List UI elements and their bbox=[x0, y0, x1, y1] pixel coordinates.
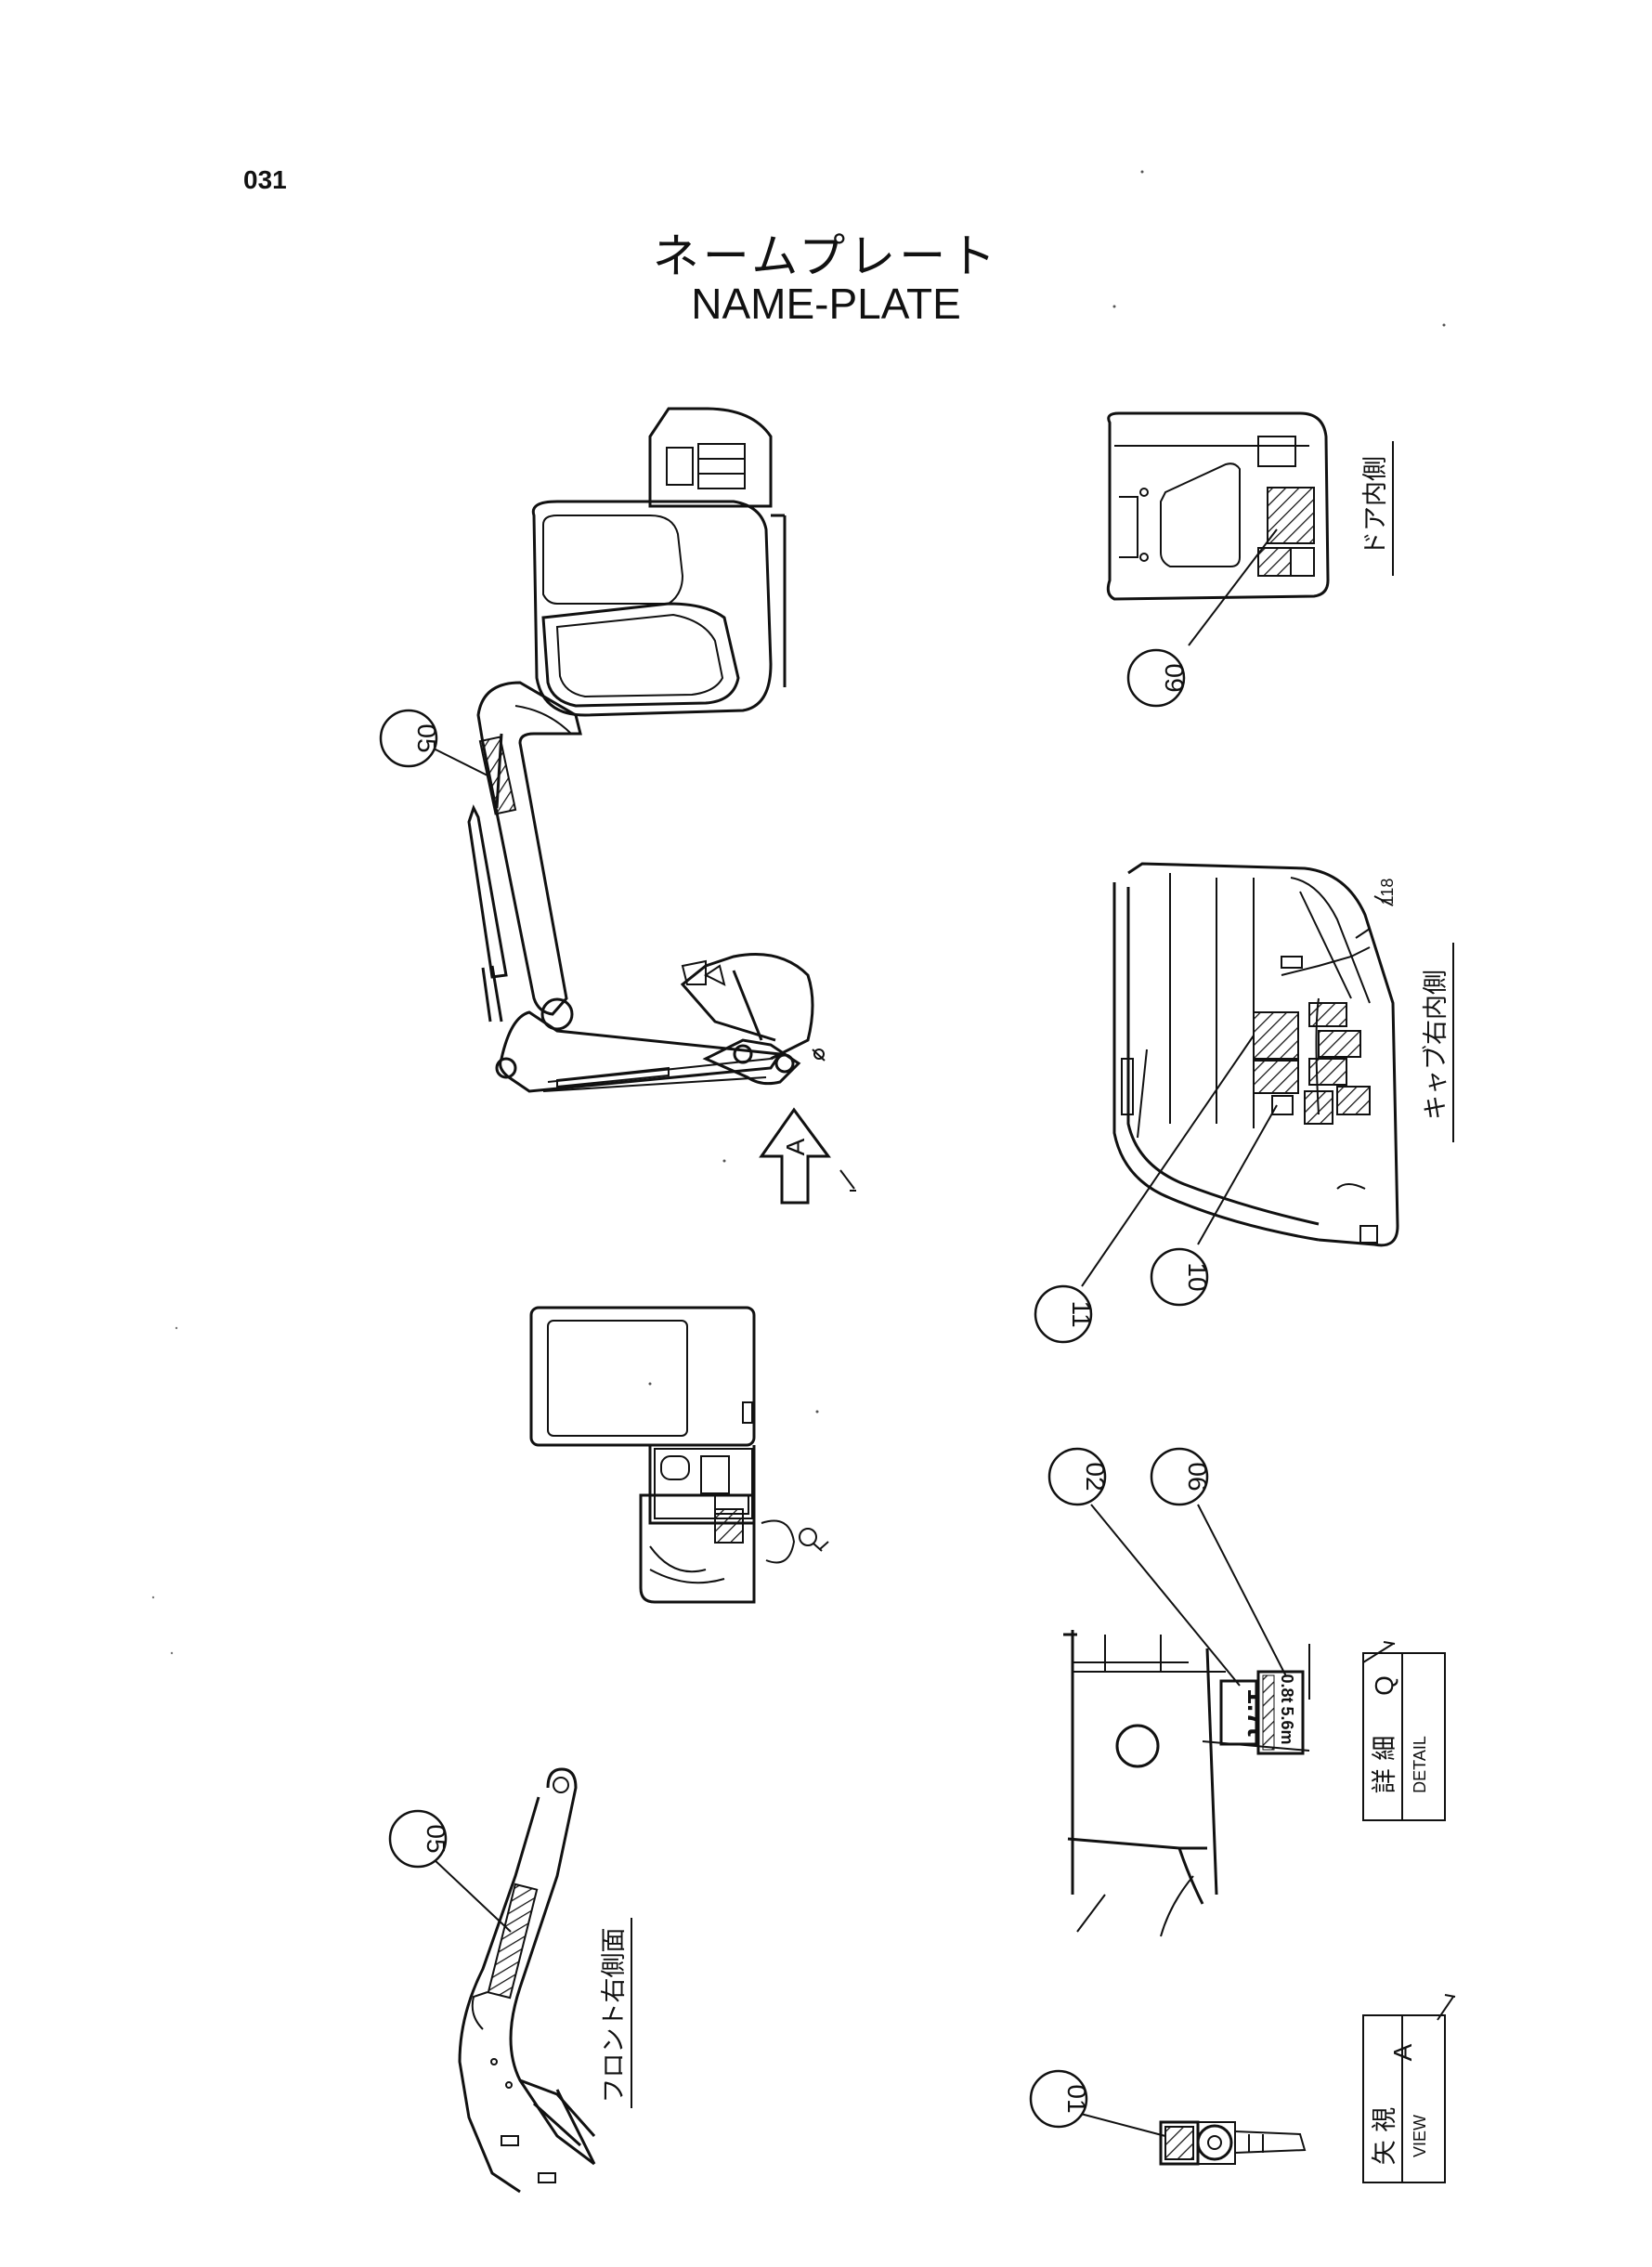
svg-text:A: A bbox=[1388, 2043, 1417, 2061]
cab-right-inside-view: 118 キャブ右内側 bbox=[1112, 862, 1454, 1247]
svg-text:10: 10 bbox=[1183, 1262, 1212, 1291]
excavator-side-view bbox=[467, 407, 826, 1093]
cab-plate-11 bbox=[1253, 1011, 1299, 1060]
cab-plate-10 bbox=[1271, 1095, 1294, 1115]
svg-text:02: 02 bbox=[1081, 1462, 1110, 1491]
page-number: 031 bbox=[243, 165, 287, 194]
svg-text:詳 細: 詳 細 bbox=[1371, 1736, 1399, 1794]
svg-text:5.6m: 5.6m bbox=[1278, 1706, 1296, 1744]
svg-text:05: 05 bbox=[422, 1824, 450, 1853]
title-english: NAME-PLATE bbox=[691, 280, 961, 328]
arrow-a-letter: A bbox=[781, 1138, 810, 1155]
cab-top-view bbox=[529, 1306, 829, 1604]
view-a-arrow: A bbox=[759, 1107, 856, 1205]
front-right-side-view: フロント右側面 bbox=[458, 1767, 632, 2194]
label-front-right-side: フロント右側面 bbox=[600, 1928, 629, 2104]
svg-text:09: 09 bbox=[1160, 663, 1189, 692]
title-japanese: ネームプレート bbox=[652, 229, 1000, 283]
callout-05-lower: 05 bbox=[388, 1809, 512, 1933]
svg-text:05: 05 bbox=[412, 723, 441, 752]
door-inside-view: ドア内側 bbox=[1106, 411, 1394, 601]
callout-05-upper: 05 bbox=[379, 709, 488, 776]
callout-02: 02 bbox=[1047, 1447, 1241, 1687]
svg-text:0.8t: 0.8t bbox=[1278, 1674, 1296, 1702]
svg-text:11: 11 bbox=[1067, 1300, 1096, 1327]
svg-text:DETAIL: DETAIL bbox=[1411, 1736, 1429, 1793]
cab-top-plate bbox=[714, 1508, 744, 1544]
detail-q-view: 1.7t 5.6m 0.8t bbox=[1063, 1630, 1310, 1937]
label-door-inside: ドア内側 bbox=[1361, 456, 1390, 556]
label-118: 118 bbox=[1378, 879, 1397, 905]
boom-nameplate-lower bbox=[487, 1883, 539, 2000]
svg-text:矢 視: 矢 視 bbox=[1371, 2107, 1399, 2166]
view-a bbox=[1159, 2120, 1307, 2166]
callout-01: 01 bbox=[1029, 2069, 1166, 2137]
svg-text:01: 01 bbox=[1062, 2084, 1091, 2113]
door-plate bbox=[1267, 487, 1315, 544]
callout-10: 10 bbox=[1150, 1104, 1278, 1307]
svg-text:VIEW: VIEW bbox=[1411, 2115, 1429, 2157]
view-a-label: 矢 視 VIEW A bbox=[1362, 1994, 1456, 2183]
callout-06: 06 bbox=[1150, 1447, 1287, 1677]
engine-plate-icon bbox=[666, 447, 694, 486]
callout-11: 11 bbox=[1034, 1035, 1255, 1344]
scan-specks bbox=[151, 170, 1446, 1655]
label-cab-right-inside: キャブ右内側 bbox=[1422, 970, 1450, 1120]
detail-q-label: 詳 細 DETAIL Q bbox=[1362, 1641, 1446, 1821]
boom-nameplate-upper bbox=[478, 736, 517, 815]
plate-reach-load: 5.6m 0.8t bbox=[1256, 1670, 1305, 1755]
svg-text:06: 06 bbox=[1183, 1462, 1212, 1491]
svg-text:Q: Q bbox=[1370, 1675, 1398, 1696]
callout-09: 09 bbox=[1126, 528, 1278, 708]
